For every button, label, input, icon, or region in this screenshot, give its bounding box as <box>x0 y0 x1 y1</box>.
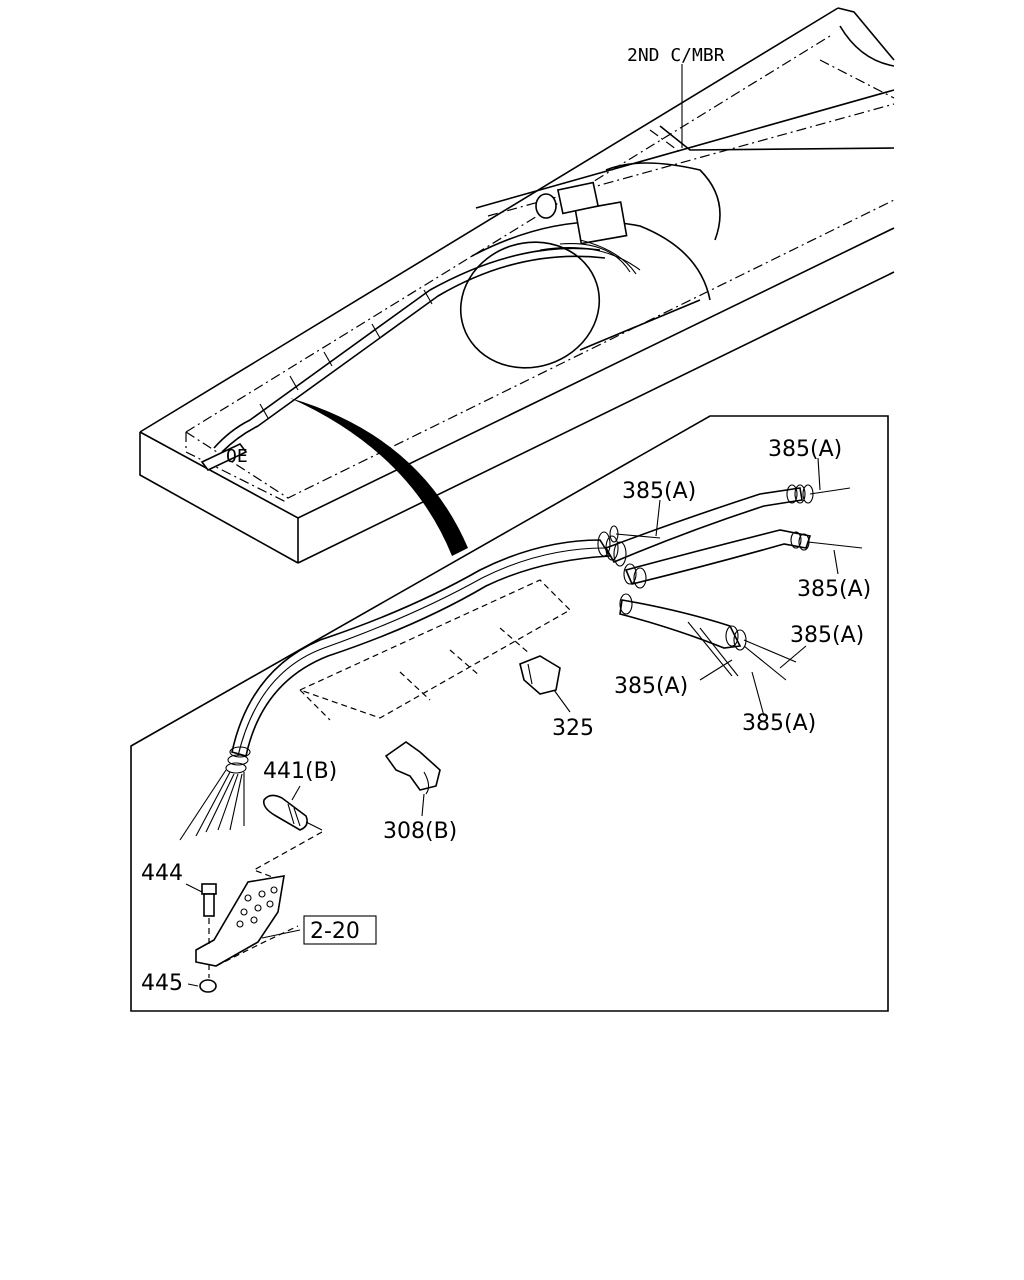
ref-box <box>303 915 377 945</box>
fuse-441b <box>262 794 323 831</box>
svg-text:OE: OE <box>226 446 248 467</box>
ref-2-20: 2-20 <box>310 919 360 944</box>
chassis-frame-view: OE 2ND C/MBR <box>139 7 895 564</box>
callout-385a-right: 385(A) <box>797 577 871 602</box>
clip-325 <box>519 655 561 695</box>
callout-385a-top: 385(A) <box>768 437 842 462</box>
clip-308b <box>384 741 441 795</box>
callout-325: 325 <box>552 716 594 741</box>
callout-385a-lower-right: 385(A) <box>790 623 864 648</box>
callout-444: 444 <box>141 861 183 886</box>
callout-385a-lower-mid: 385(A) <box>742 711 816 736</box>
callout-385a-lower-left: 385(A) <box>614 674 688 699</box>
detail-panel: 385(A) 385(A) 385(A) 385(A) 385(A) 385(A… <box>130 415 889 1012</box>
callout-385a-upper: 385(A) <box>622 479 696 504</box>
nut-445 <box>199 964 217 993</box>
callout-441b: 441(B) <box>263 759 337 784</box>
bolt-444 <box>201 883 217 946</box>
bracket-2-20 <box>195 875 299 967</box>
callout-445: 445 <box>141 971 183 996</box>
cross-member-label: 2ND C/MBR <box>627 45 725 66</box>
callout-308b: 308(B) <box>383 819 457 844</box>
